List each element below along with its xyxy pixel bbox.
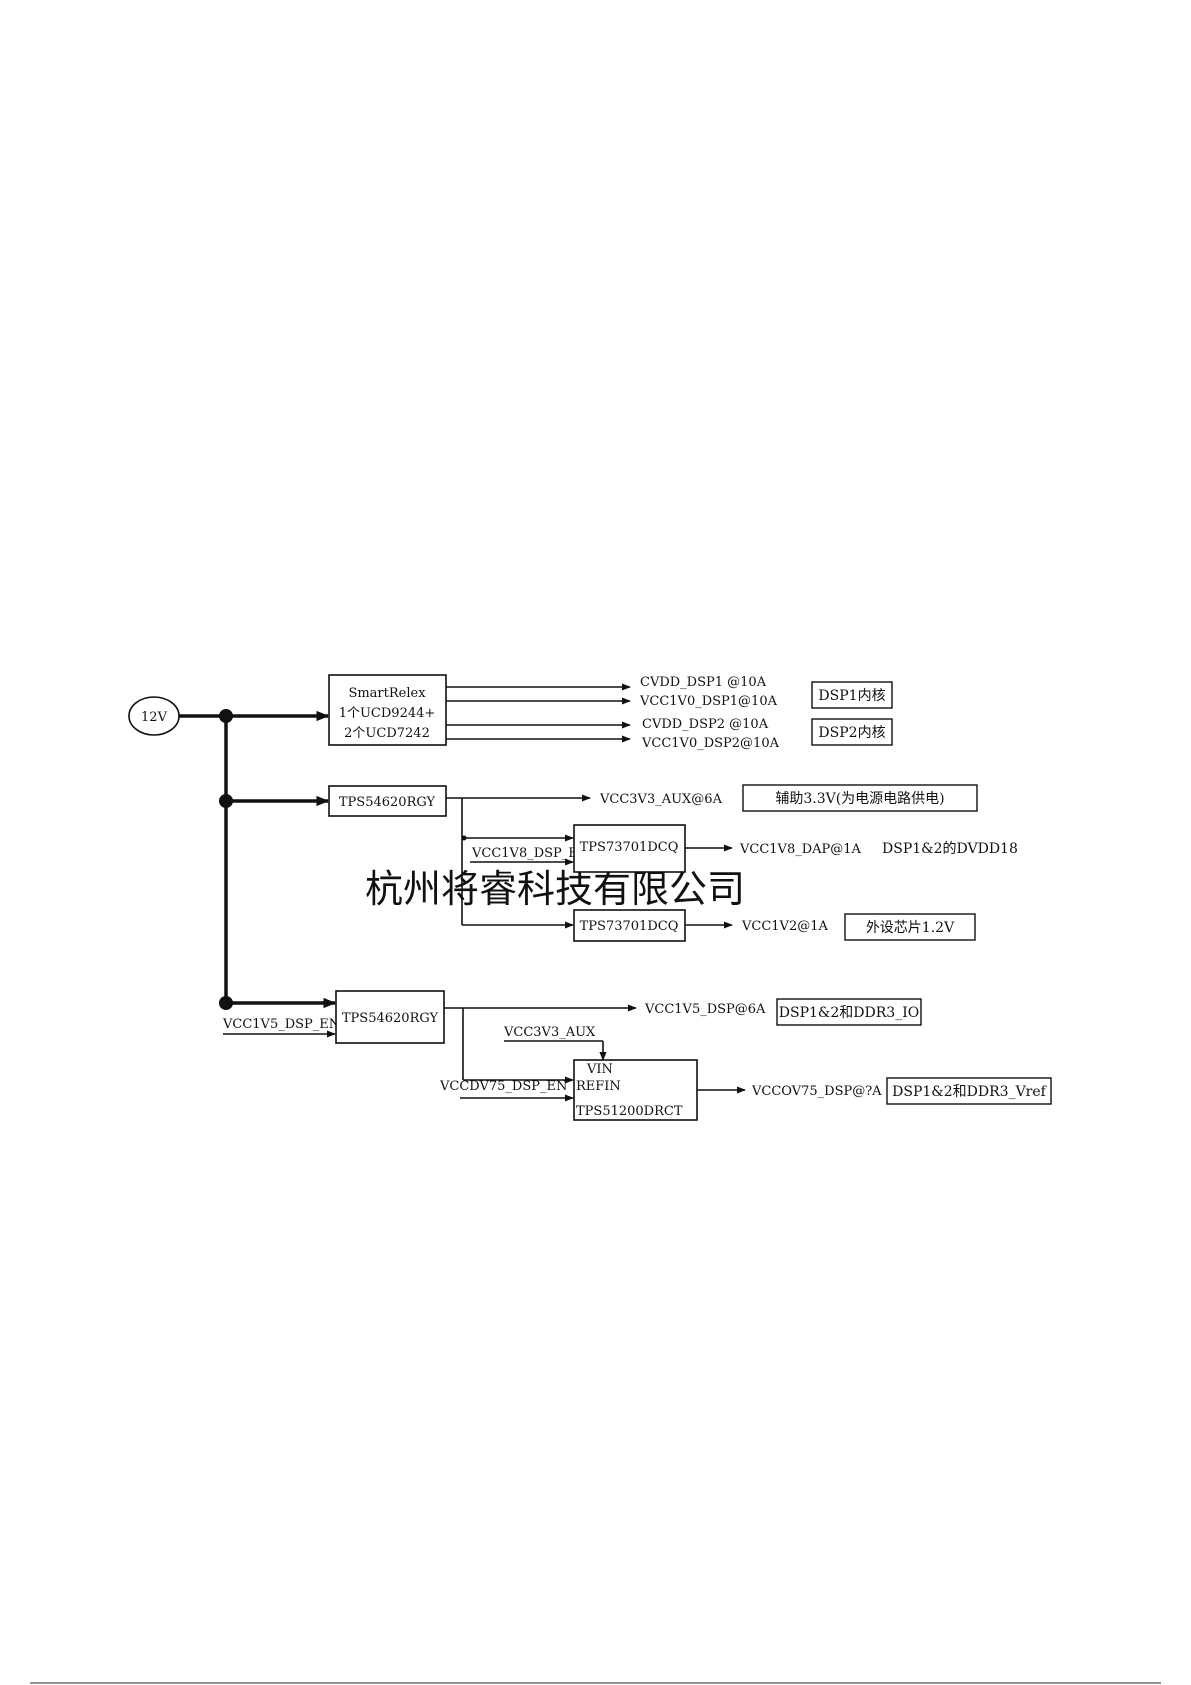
enable-vcc1v5-dsp-en: VCC1V5_DSP_EN [222,1017,340,1032]
watermark-text: 杭州将睿科技有限公司 [365,867,745,911]
tps73701-a-label: TPS73701DCQ [580,840,679,855]
tps73701-a-block [573,824,686,873]
note-aux-33v: 辅助3.3V(为电源电路供电) [775,791,944,807]
note-dsp1-core-box [811,681,893,709]
note-dsp1-core: DSP1内核 [818,688,885,704]
enable-vcc3v3-aux-in: VCC3V3_AUX [503,1025,596,1040]
ldo-tap-dot [461,835,467,841]
tps51200-vin-pin: VIN [586,1062,613,1077]
tps51200-block [573,1059,698,1121]
tps51200-refin-pin: REFIN [576,1079,621,1094]
note-periph-12v-box [844,913,976,941]
note-dsp2-core-box [811,718,893,746]
rail-cvdd-dsp2: CVDD_DSP2 @10A [642,717,769,732]
source-12v-label: 12V [141,710,168,725]
enable-vcc1v8-dsp-en: VCC1V8_DSP_EN [471,846,589,861]
tps54620-a-label: TPS54620RGY [339,795,436,810]
smartrelex-line-1: SmartRelex [348,686,426,701]
note-dsp2-core: DSP2内核 [818,725,885,741]
smartrelex-block [328,674,447,746]
rail-vcc1v2: VCC1V2@1A [741,919,828,934]
enable-vccdv75-dsp-en: VCCDV75_DSP_EN [439,1079,567,1094]
rail-vcc3v3-aux: VCC3V3_AUX@6A [599,792,723,807]
note-ddr3-vref: DSP1&2和DDR3_Vref [892,1084,1047,1100]
note-ddr3-vref-box [886,1077,1052,1105]
note-dvdd18: DSP1&2的DVDD18 [882,841,1018,857]
rail-vcc1v0-dsp2: VCC1V0_DSP2@10A [641,736,780,751]
rail-vcc1v8-dap: VCC1V8_DAP@1A [739,842,862,857]
tps51200-label: TPS51200DRCT [576,1104,683,1119]
note-aux-33v-box [742,784,978,812]
note-ddr3-io: DSP1&2和DDR3_IO [779,1005,919,1021]
tps54620-b-block [335,990,445,1044]
tps54620-b-label: TPS54620RGY [342,1011,439,1026]
tps73701-b-block [573,909,686,942]
rail-vcc1v0-dsp1: VCC1V0_DSP1@10A [639,694,778,709]
tps73701-b-label: TPS73701DCQ [580,919,679,934]
tps54620-a-block [328,785,447,817]
note-periph-12v: 外设芯片1.2V [866,920,955,936]
smartrelex-line-2: 1个UCD9244+ [339,706,436,721]
note-ddr3-io-box [776,998,922,1026]
rail-vcc1v5-dsp: VCC1V5_DSP@6A [644,1002,766,1017]
rail-vccov75-dsp: VCCOV75_DSP@?A [751,1084,882,1099]
smartrelex-line-3: 2个UCD7242 [344,726,430,741]
rail-cvdd-dsp1: CVDD_DSP1 @10A [640,675,767,690]
